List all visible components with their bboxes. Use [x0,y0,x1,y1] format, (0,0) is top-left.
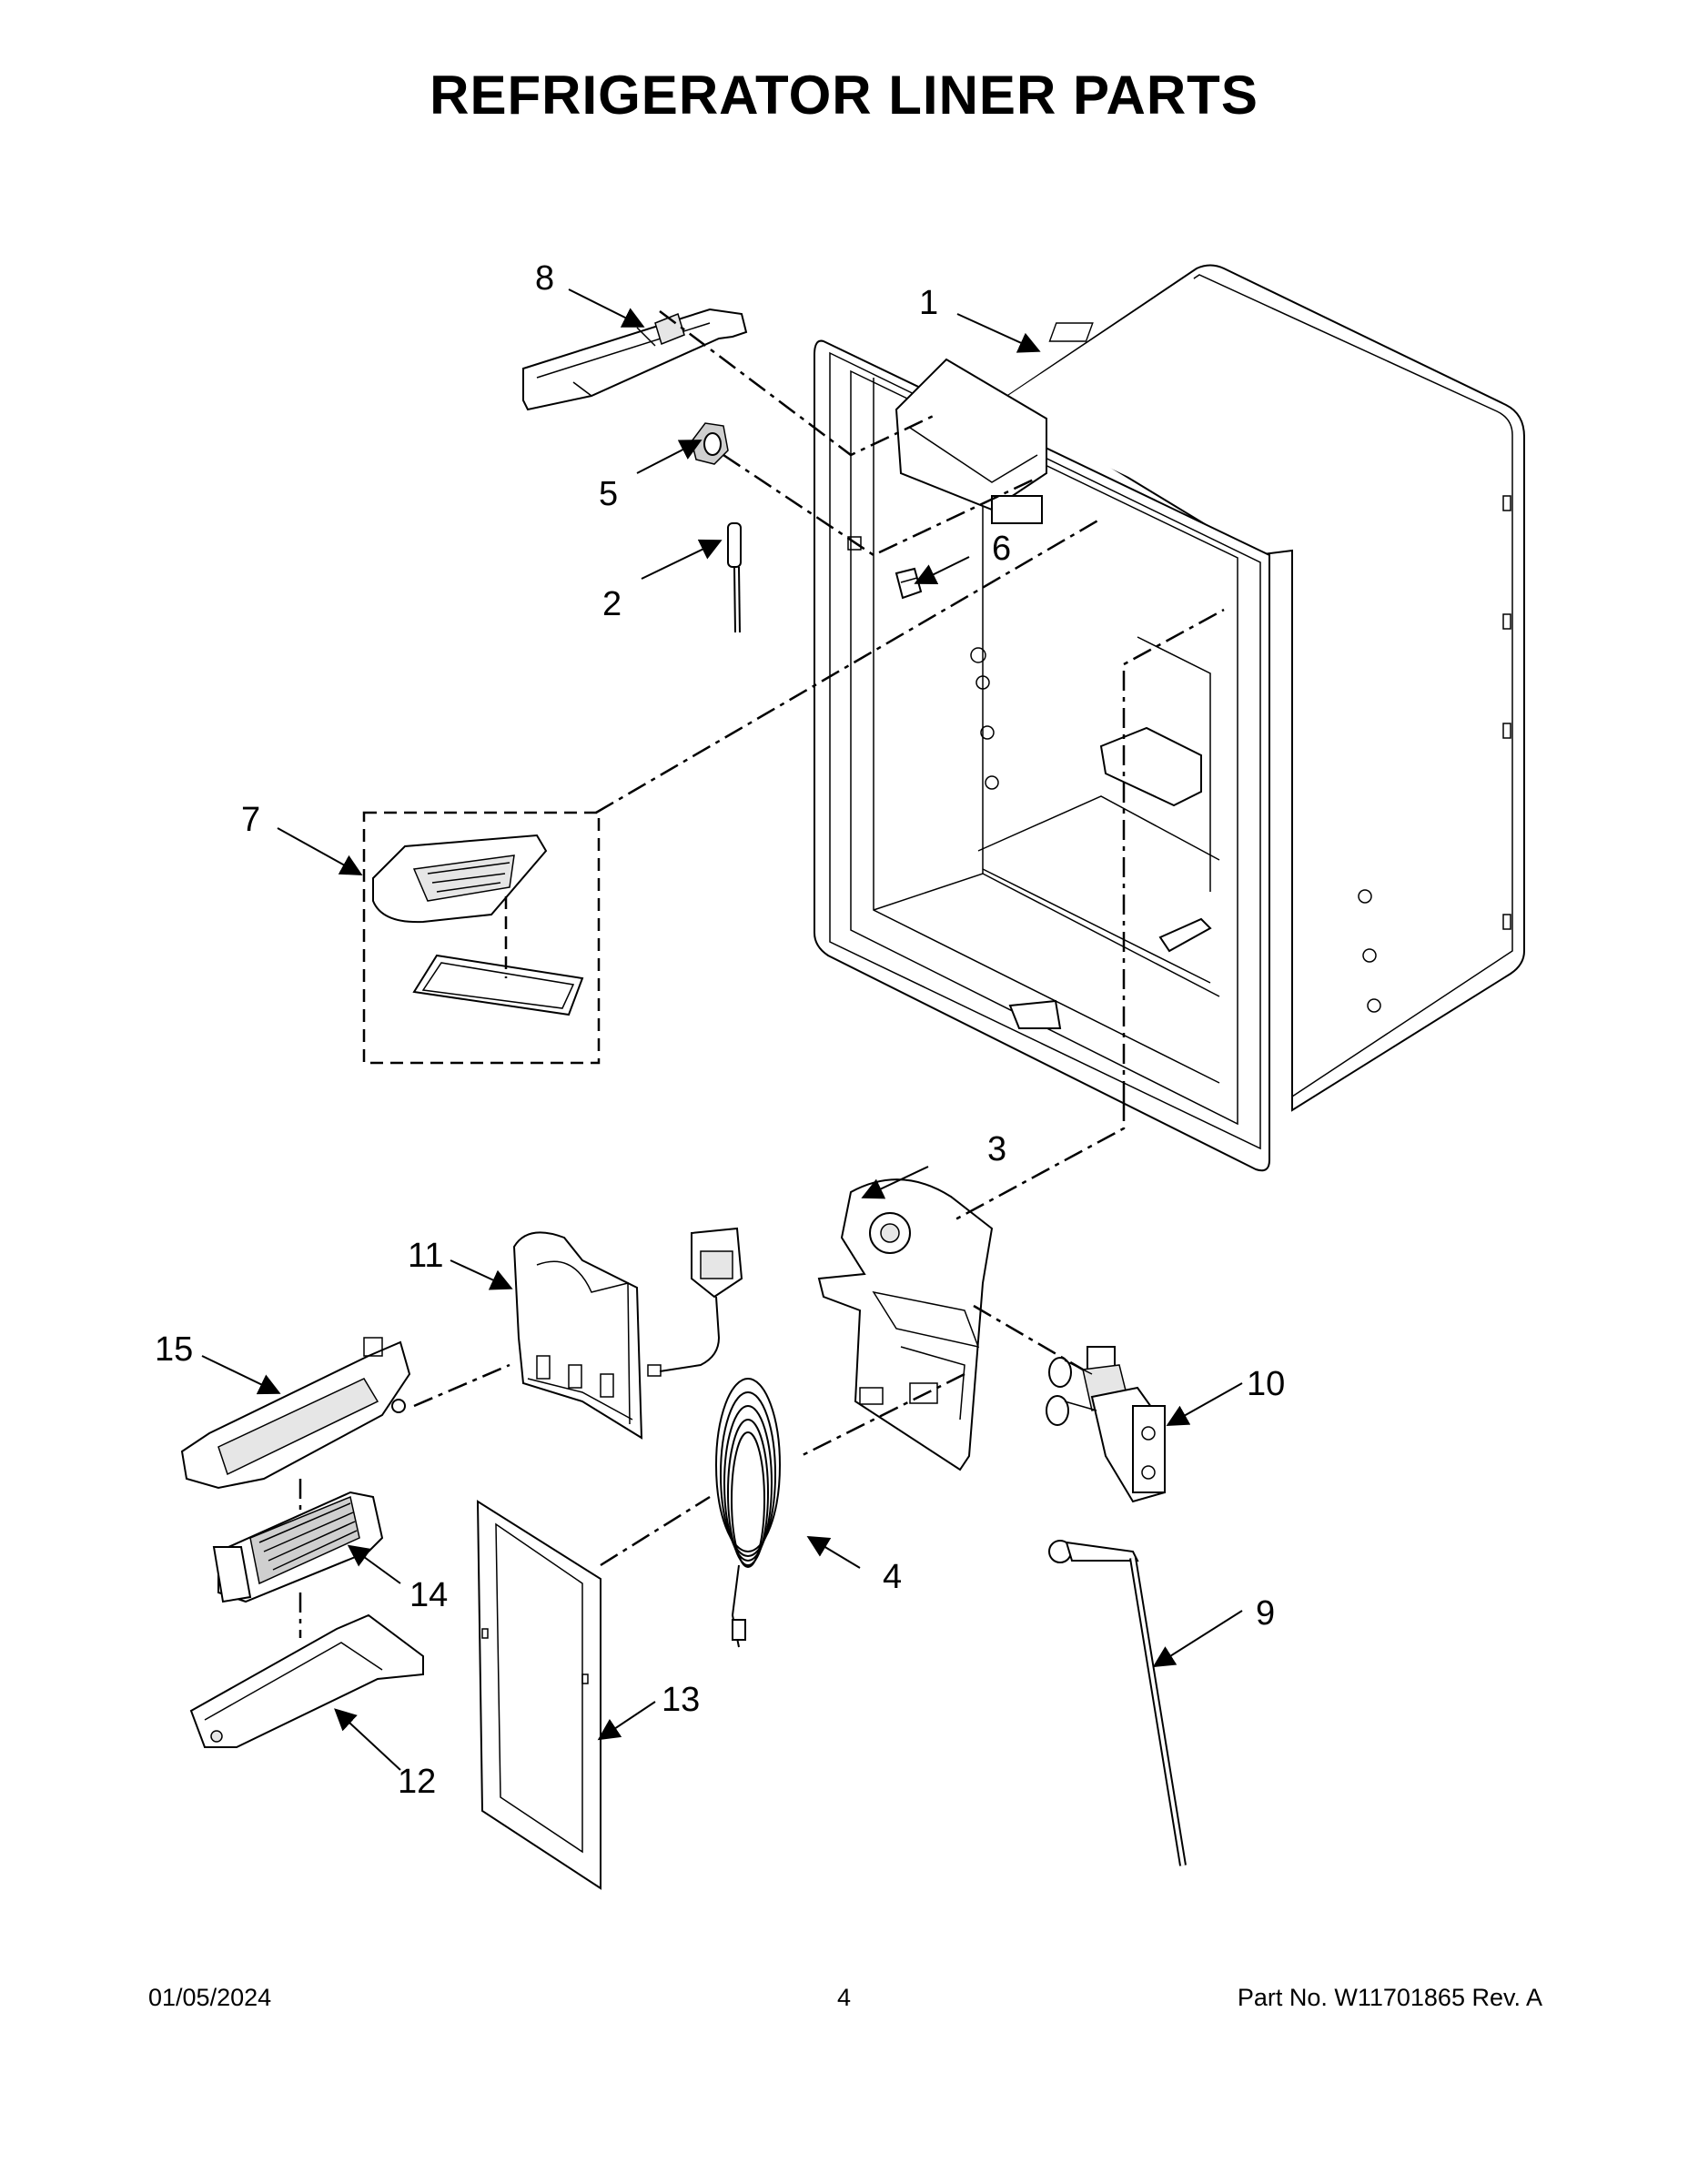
callout-11: 11 [408,1237,443,1275]
filter-door-part [189,1613,424,1748]
callout-8: 8 [535,259,554,298]
refrigerator-liner [814,264,1525,1172]
callout-4: 4 [883,1558,902,1596]
callout-1: 1 [919,284,938,322]
assembly-lines [298,310,1225,1638]
footer-part-number: Part No. W11701865 Rev. A [1237,1984,1542,2011]
filter-housing-cover-part [512,1231,643,1440]
callout-7: 7 [241,801,260,839]
top-cover-part [522,308,748,411]
callout-6: 6 [992,530,1011,568]
filter-housing-part [180,1337,411,1490]
trim-panel-part [476,1500,601,1890]
callout-3: 3 [987,1130,1006,1168]
footer-page-number: 4 [836,1984,852,2011]
footer-date: 01/05/2024 [148,1984,272,2011]
callout-13: 13 [662,1681,700,1719]
control-module-part [362,811,601,1065]
callout-2: 2 [602,585,622,623]
thermistor-part [727,522,742,633]
clip-part [691,422,729,465]
callout-5: 5 [599,475,618,513]
callout-arrows [201,288,1243,1771]
callout-12: 12 [398,1763,436,1801]
callout-10: 10 [1247,1365,1285,1403]
water-valve-part [1046,1346,1167,1503]
water-tube-part [1048,1540,1187,1866]
water-filter-part [212,1491,384,1603]
water-tube-coil-part [647,1227,781,1648]
callout-labels: 1 2 3 4 5 6 7 8 9 10 11 12 13 14 15 [155,259,1285,1801]
callout-14: 14 [409,1576,448,1614]
dispenser-housing-part [817,1178,994,1471]
page-title: REFRIGERATOR LINER PARTS [430,65,1258,126]
callout-15: 15 [155,1330,193,1369]
callout-9: 9 [1256,1594,1275,1633]
